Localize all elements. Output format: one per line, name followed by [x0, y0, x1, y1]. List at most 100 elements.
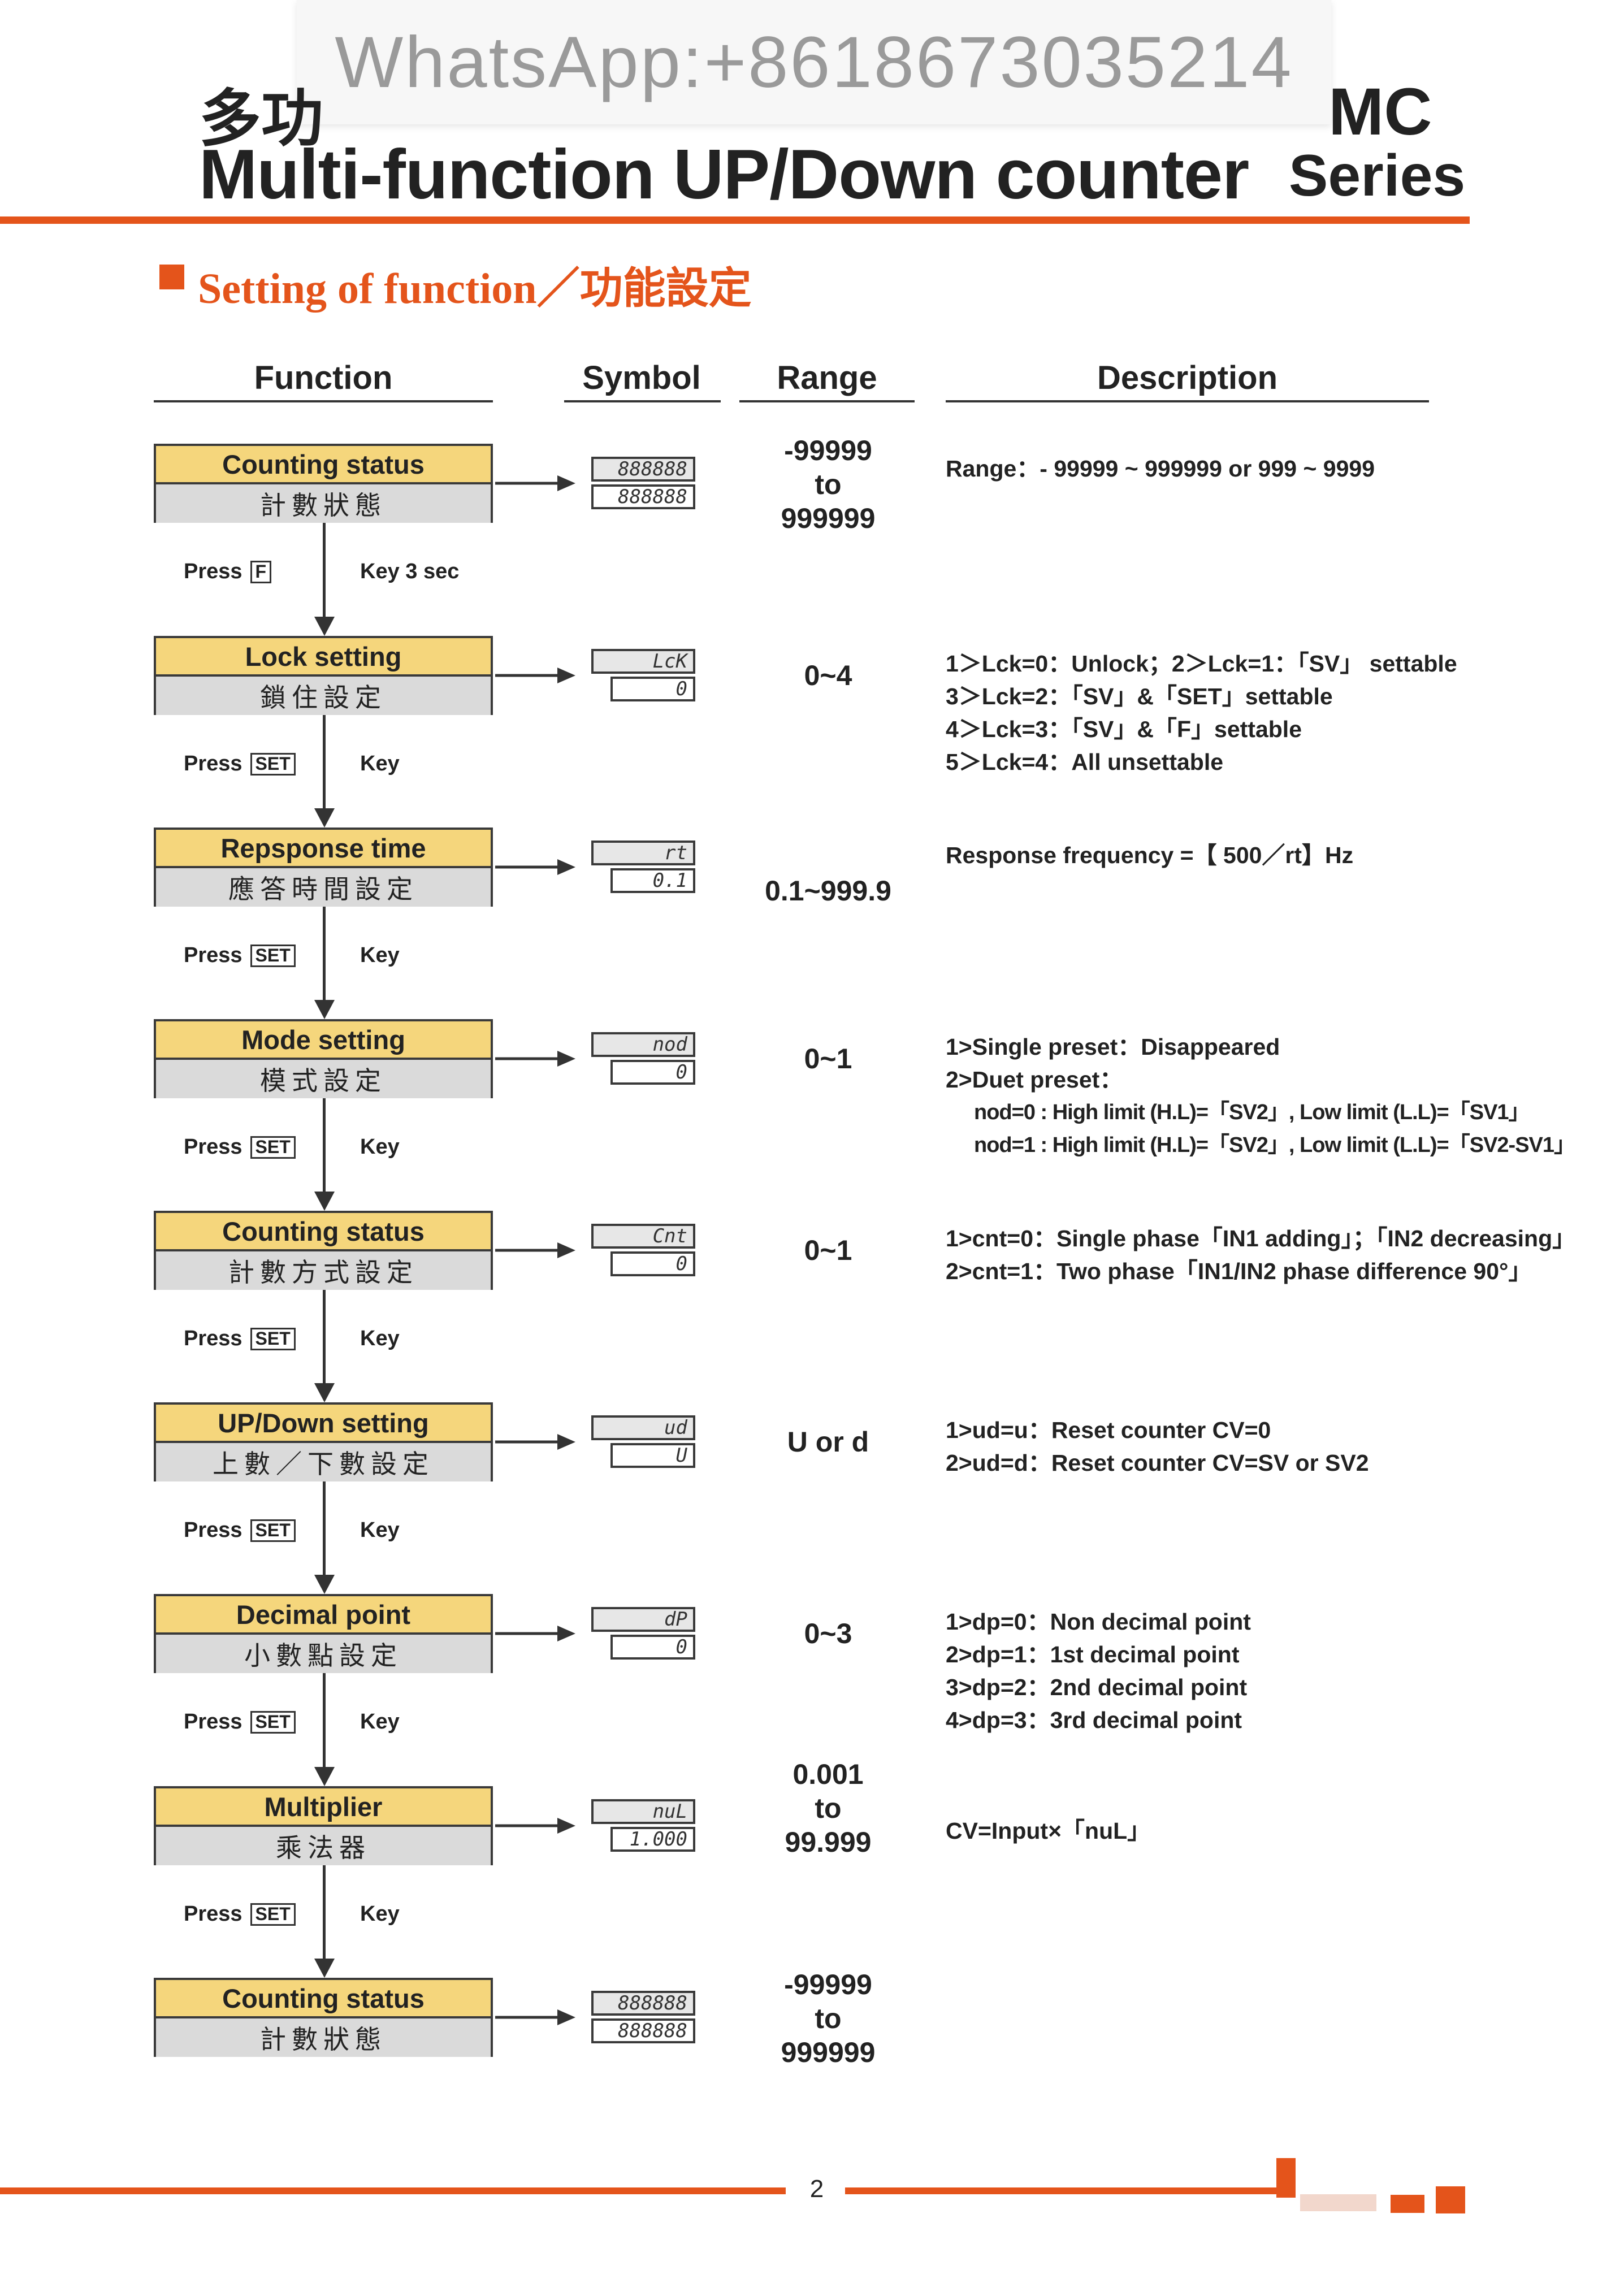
description-line: 5＞Lck=4：All unsettable	[946, 749, 1224, 775]
display-symbol: ud U	[591, 1415, 695, 1471]
press-label: Press	[184, 1327, 242, 1350]
column-header-range: Range	[777, 359, 877, 396]
arrow-down-icon	[314, 1959, 335, 1978]
flow-connector-line	[323, 523, 326, 618]
key-badge: SET	[250, 752, 296, 776]
display-symbol-top: nuL	[591, 1799, 695, 1824]
title-model-partial: MC	[1328, 75, 1432, 149]
description-line: 2>ud=d：Reset counter CV=SV or SV2	[946, 1450, 1369, 1476]
press-label: Press	[184, 560, 242, 583]
arrow-down-icon	[314, 1383, 335, 1402]
section-square-icon	[159, 265, 184, 289]
function-step-box: Lock setting 鎖住設定	[154, 636, 493, 715]
display-symbol-top: nod	[591, 1032, 695, 1057]
press-instruction: Press SET	[184, 1902, 296, 1926]
description-line: 2>dp=1：1st decimal point	[946, 1641, 1240, 1667]
arrow-right-icon	[495, 1434, 575, 1450]
range-line: 999999	[781, 2037, 876, 2068]
key-hold-text: Key	[360, 1902, 400, 1926]
description-line: Response frequency =【 500／rt】Hz	[946, 842, 1354, 868]
range-line: to	[815, 2003, 842, 2034]
brand-logo-blur	[1300, 2194, 1376, 2211]
flow-connector-line	[323, 1865, 326, 1960]
display-symbol-bottom: 0	[610, 1635, 695, 1660]
key-badge: SET	[250, 1710, 296, 1734]
function-name-en: UP/Down setting	[156, 1405, 491, 1443]
key-badge: SET	[250, 1903, 296, 1926]
key-badge: SET	[250, 1327, 296, 1350]
description-line: 3＞Lck=2：「SV」&「SET」settable	[946, 683, 1333, 709]
description-line: Range：- 99999 ~ 999999 or 999 ~ 9999	[946, 456, 1375, 482]
brand-logo-mark	[1391, 2195, 1424, 2213]
press-instruction: Press SET	[184, 1135, 296, 1159]
press-instruction: Press SET	[184, 1327, 296, 1351]
description-line: 1>ud=u：Reset counter CV=0	[946, 1417, 1271, 1443]
range-line: U or d	[787, 1426, 869, 1458]
display-symbol-top: LcK	[591, 649, 695, 674]
function-name-cn: 計數方式設定	[156, 1251, 491, 1290]
function-step-box: Counting status 計數方式設定	[154, 1211, 493, 1290]
display-symbol-bottom: 0	[610, 677, 695, 701]
arrow-down-icon	[314, 808, 335, 828]
display-symbol-bottom: 888888	[591, 484, 695, 509]
range-line: 0.1~999.9	[765, 875, 891, 907]
display-symbol-bottom: 1.000	[610, 1827, 695, 1852]
brand-logo-mark	[1436, 2186, 1465, 2213]
flow-connector-line	[323, 907, 326, 1001]
description-block: CV=Input×「nuL」	[946, 1814, 1150, 1847]
footer-rule-left	[0, 2187, 786, 2194]
range-value: U or d	[746, 1425, 910, 1459]
function-step-box: Multiplier 乘法器	[154, 1786, 493, 1865]
description-block: Range：- 99999 ~ 999999 or 999 ~ 9999	[946, 452, 1375, 485]
key-hold-text: Key	[360, 1518, 400, 1542]
function-step-box: UP/Down setting 上數／下數設定	[154, 1402, 493, 1481]
arrow-down-icon	[314, 1767, 335, 1786]
range-value: 0~1	[746, 1042, 910, 1076]
flow-connector-line	[323, 1673, 326, 1768]
function-name-cn: 乘法器	[156, 1827, 491, 1865]
arrow-right-icon	[495, 1242, 575, 1258]
range-line: 0~4	[804, 660, 852, 691]
key-hold-text: Key	[360, 943, 400, 967]
flow-connector-line	[323, 1290, 326, 1384]
arrow-right-icon	[495, 859, 575, 875]
function-step-box: Counting status 計數狀態	[154, 444, 493, 523]
flow-connector-line	[323, 715, 326, 809]
function-name-cn: 小數點設定	[156, 1635, 491, 1673]
press-label: Press	[184, 943, 242, 967]
press-instruction: Press SET	[184, 1710, 296, 1734]
display-symbol: 888888 888888	[591, 1991, 695, 2046]
range-line: to	[815, 469, 842, 500]
press-label: Press	[184, 1902, 242, 1926]
key-badge: F	[250, 560, 272, 583]
function-name-en: Repsponse time	[156, 830, 491, 868]
display-symbol: 888888 888888	[591, 457, 695, 512]
description-line: CV=Input×「nuL」	[946, 1818, 1151, 1844]
function-name-cn: 上數／下數設定	[156, 1443, 491, 1481]
range-line: 99.999	[785, 1826, 872, 1858]
range-line: 0~3	[804, 1618, 852, 1649]
press-instruction: Press SET	[184, 943, 296, 968]
press-label: Press	[184, 1518, 242, 1542]
function-name-en: Lock setting	[156, 638, 491, 677]
key-badge: SET	[250, 1136, 296, 1159]
range-line: 999999	[781, 502, 876, 534]
display-symbol: nod 0	[591, 1032, 695, 1088]
press-label: Press	[184, 1135, 242, 1159]
description-line: 4>dp=3：3rd decimal point	[946, 1707, 1242, 1733]
arrow-down-icon	[314, 617, 335, 636]
description-block: 1>ud=u：Reset counter CV=0 2>ud=d：Reset co…	[946, 1414, 1369, 1479]
display-symbol: nuL 1.000	[591, 1799, 695, 1855]
description-line: 2>cnt=1：Two phase「IN1/IN2 phase differen…	[946, 1258, 1532, 1284]
range-value: 0~3	[746, 1617, 910, 1650]
key-hold-text: Key 3 sec	[360, 560, 460, 583]
display-symbol-top: 888888	[591, 1991, 695, 2016]
display-symbol-bottom: 0	[610, 1060, 695, 1085]
function-name-en: Multiplier	[156, 1788, 491, 1827]
function-name-en: Counting status	[156, 1213, 491, 1251]
